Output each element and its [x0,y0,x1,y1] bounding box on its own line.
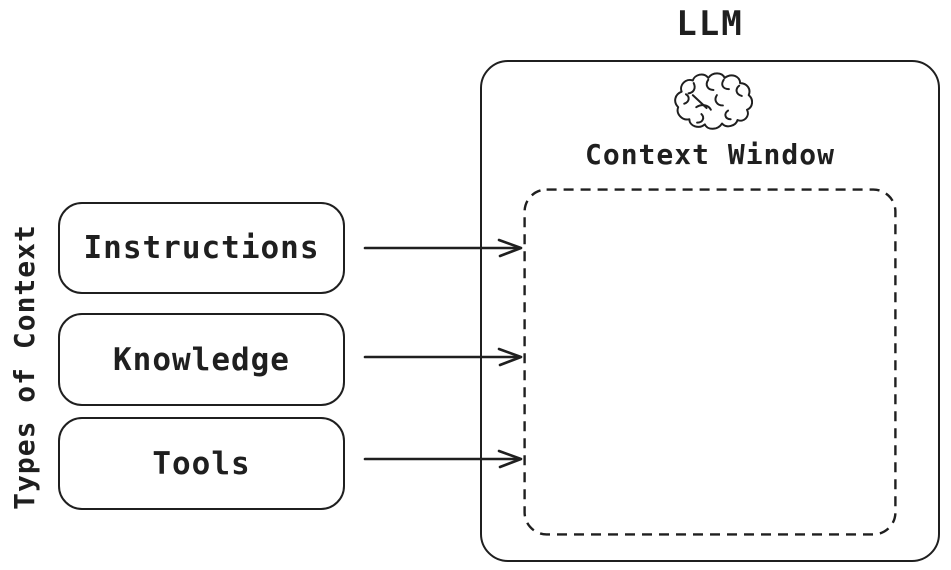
context-window-label: Context Window [584,138,835,171]
type-box-instructions: Instructions [58,202,345,294]
type-box-knowledge-label: Knowledge [113,341,290,378]
type-box-tools: Tools [58,417,345,510]
side-label-types-of-context: Types of Context [8,224,41,510]
llm-title: LLM [676,4,744,44]
context-window-box [523,188,897,536]
brain-icon [674,72,753,130]
type-box-knowledge: Knowledge [58,313,345,406]
llm-box: Context Window [480,60,940,562]
type-box-tools-label: Tools [152,445,251,482]
type-box-instructions-label: Instructions [83,230,320,266]
